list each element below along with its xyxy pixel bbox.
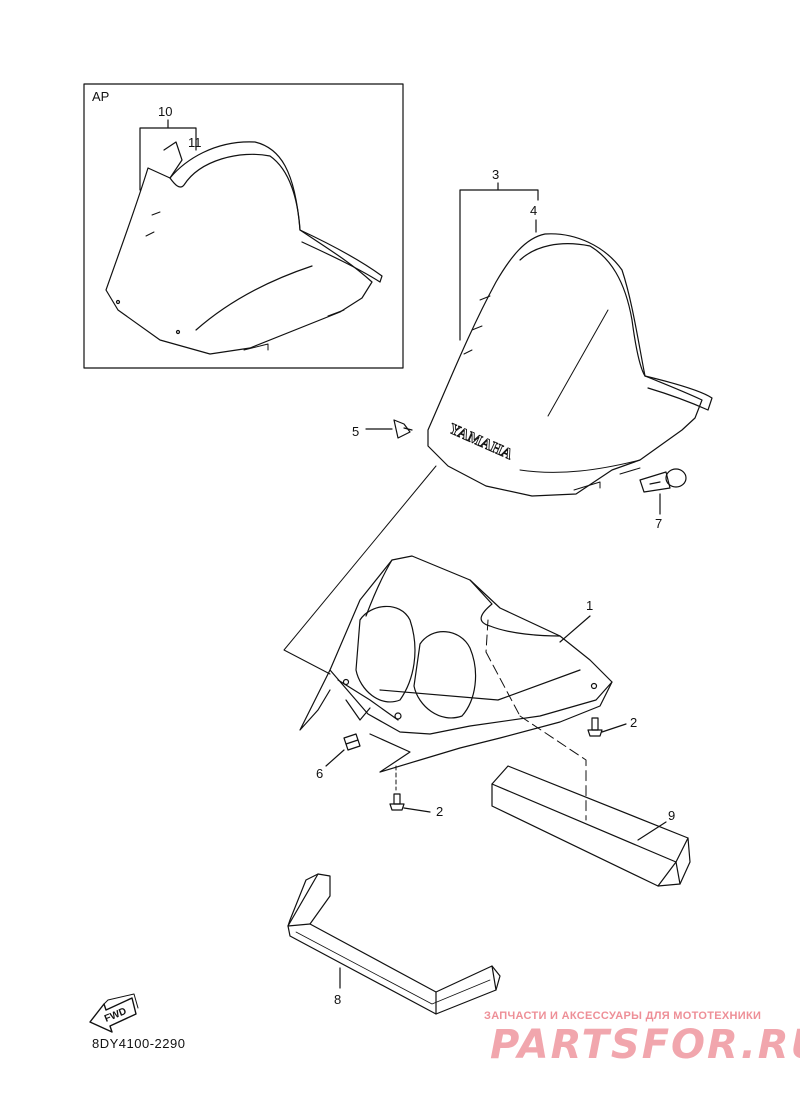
bolt-2-upper	[587, 717, 603, 737]
part-code: 8DY4100-2290	[92, 1036, 186, 1051]
callout-5: 5	[352, 424, 359, 439]
fwd-label: FWD	[103, 1006, 128, 1025]
trim-strip-8	[287, 873, 501, 1015]
leader-9	[637, 821, 667, 841]
callout-7: 7	[655, 516, 662, 531]
leader-3	[459, 182, 539, 341]
leader-2-lower	[403, 807, 431, 813]
front-cowl	[299, 555, 613, 773]
grommet-7	[639, 468, 687, 493]
windshield-brand: YAMAHA	[446, 421, 515, 463]
leader-6	[325, 749, 345, 767]
leader-10	[139, 119, 197, 191]
callout-6: 6	[316, 766, 323, 781]
watermark-logo: PARTSFOR.RU	[490, 1022, 800, 1068]
foam-block-9	[491, 765, 691, 887]
callout-2-lower: 2	[436, 804, 443, 819]
inset-label: AP	[92, 89, 109, 104]
alignment-line-left	[283, 465, 437, 675]
windshield: YAMAHA	[427, 233, 713, 497]
inset-frame	[83, 83, 404, 369]
alignment-line-right	[485, 619, 587, 821]
callout-9: 9	[668, 808, 675, 823]
callout-3: 3	[492, 167, 499, 182]
callout-2-upper: 2	[630, 715, 637, 730]
watermark-tagline: ЗАПЧАСТИ И АКСЕССУАРЫ ДЛЯ МОТОТЕХНИКИ	[484, 1010, 762, 1022]
callout-4: 4	[530, 203, 537, 218]
callout-8: 8	[334, 992, 341, 1007]
callout-1: 1	[586, 598, 593, 613]
leader-1	[559, 615, 591, 643]
inset-windshield	[105, 141, 383, 355]
leader-2-upper	[601, 723, 627, 733]
screw-5	[393, 419, 413, 439]
callout-10: 10	[158, 104, 172, 119]
bolt-2-lower	[389, 793, 405, 811]
fwd-arrow-icon: FWD	[89, 993, 139, 1033]
fastener-6	[343, 733, 361, 751]
callout-11: 11	[188, 135, 202, 150]
